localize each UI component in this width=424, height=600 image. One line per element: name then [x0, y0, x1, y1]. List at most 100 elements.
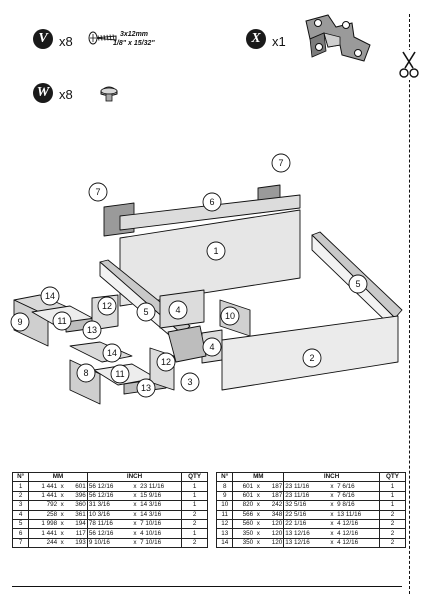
cell-x2: x	[130, 528, 140, 539]
svg-text:12: 12	[161, 357, 171, 367]
cell-in-a: 23 11/16	[283, 481, 328, 492]
cell-qty: 2	[181, 537, 208, 549]
cell-mm-a: 1 441	[28, 481, 59, 492]
cell-x2: x	[327, 537, 337, 549]
cell-n: 8	[215, 481, 234, 492]
cell-mm-b: 120	[262, 528, 285, 539]
col-header-inch: INCH	[86, 471, 183, 483]
callout-12-b: 12	[156, 352, 176, 372]
callout-11-a: 11	[52, 311, 72, 331]
callout-10: 10	[220, 306, 240, 326]
svg-text:8: 8	[83, 368, 88, 378]
cell-in-a: 56 12/16	[86, 490, 131, 502]
cell-in-a: 9 10/16	[86, 537, 131, 549]
cell-in-a: 32 5/16	[283, 500, 328, 511]
cell-in-b: 23 11/16	[139, 481, 183, 492]
cell-mm-a: 601	[232, 490, 255, 502]
cell-qty: 1	[181, 500, 208, 511]
cell-in-b: 15 9/16	[139, 490, 183, 502]
cell-qty: 2	[378, 528, 407, 539]
cell-in-a: 22 1/16	[283, 518, 328, 530]
cell-mm-b: 601	[66, 481, 88, 492]
cell-n: 11	[215, 509, 234, 520]
cell-x1: x	[254, 518, 263, 530]
callout-11-b: 11	[110, 364, 130, 384]
cell-in-a: 56 12/16	[86, 481, 131, 492]
cell-mm-a: 1 998	[28, 518, 59, 530]
cell-x2: x	[130, 490, 140, 502]
callout-5-right: 5	[348, 274, 368, 294]
callout-14-a: 14	[40, 286, 60, 306]
cell-in-a: 56 12/16	[86, 528, 131, 539]
cell-n: 14	[215, 537, 234, 549]
panel-3	[167, 325, 207, 363]
callout-7-right: 7	[271, 153, 291, 173]
cell-n: 4	[11, 509, 30, 520]
cell-n: 3	[11, 500, 30, 511]
cam-fitting-icon	[100, 86, 118, 102]
hardware-badge-x: X	[246, 29, 266, 49]
cell-x2: x	[327, 500, 337, 511]
col-header-number: N°	[11, 471, 30, 483]
metal-bracket-icon	[305, 14, 371, 62]
svg-text:4: 4	[175, 305, 180, 315]
cell-x2: x	[327, 528, 337, 539]
svg-text:3: 3	[187, 377, 192, 387]
cell-x2: x	[130, 518, 140, 530]
svg-text:11: 11	[57, 316, 66, 326]
svg-text:13: 13	[141, 383, 151, 393]
cell-x1: x	[254, 481, 263, 492]
cell-n: 5	[11, 518, 30, 530]
cell-qty: 2	[378, 509, 407, 520]
cell-mm-b: 348	[262, 509, 285, 520]
callout-6: 6	[202, 192, 222, 212]
svg-text:6: 6	[209, 197, 214, 207]
cell-x2: x	[130, 537, 140, 549]
panel-6	[119, 194, 301, 231]
cell-mm-a: 244	[28, 537, 59, 549]
svg-text:14: 14	[107, 348, 117, 358]
cell-qty: 2	[181, 509, 208, 520]
col-header-qty: QTY	[378, 471, 407, 483]
cell-mm-b: 361	[66, 509, 88, 520]
cell-in-b: 4 10/16	[139, 528, 183, 539]
cell-in-a: 78 11/16	[86, 518, 131, 530]
cell-mm-a: 350	[232, 537, 255, 549]
svg-text:7: 7	[278, 158, 283, 168]
cell-x2: x	[130, 509, 140, 520]
cell-in-b: 7 6/16	[336, 490, 380, 502]
svg-text:2: 2	[309, 353, 314, 363]
svg-text:11: 11	[115, 369, 124, 379]
svg-text:7: 7	[95, 187, 100, 197]
svg-text:5: 5	[355, 279, 360, 289]
hardware-badge-w: W	[33, 83, 53, 103]
svg-text:1: 1	[213, 246, 218, 256]
cell-x2: x	[130, 500, 140, 511]
cell-mm-b: 117	[66, 528, 88, 539]
cell-mm-b: 187	[262, 490, 285, 502]
cell-mm-a: 566	[232, 509, 255, 520]
cell-mm-b: 194	[66, 518, 88, 530]
callout-14-b: 14	[102, 343, 122, 363]
cell-mm-a: 258	[28, 509, 59, 520]
cell-n: 1	[11, 481, 30, 492]
col-header-inch: INCH	[283, 471, 380, 483]
cell-mm-b: 396	[66, 490, 88, 502]
col-header-number: N°	[215, 471, 234, 483]
cell-x1: x	[254, 500, 263, 511]
screw-icon	[88, 31, 117, 45]
cell-in-b: 7 10/16	[139, 518, 183, 530]
cell-x2: x	[130, 481, 140, 492]
cell-mm-b: 193	[66, 537, 88, 549]
cell-in-b: 14 3/16	[139, 509, 183, 520]
svg-text:12: 12	[102, 301, 112, 311]
